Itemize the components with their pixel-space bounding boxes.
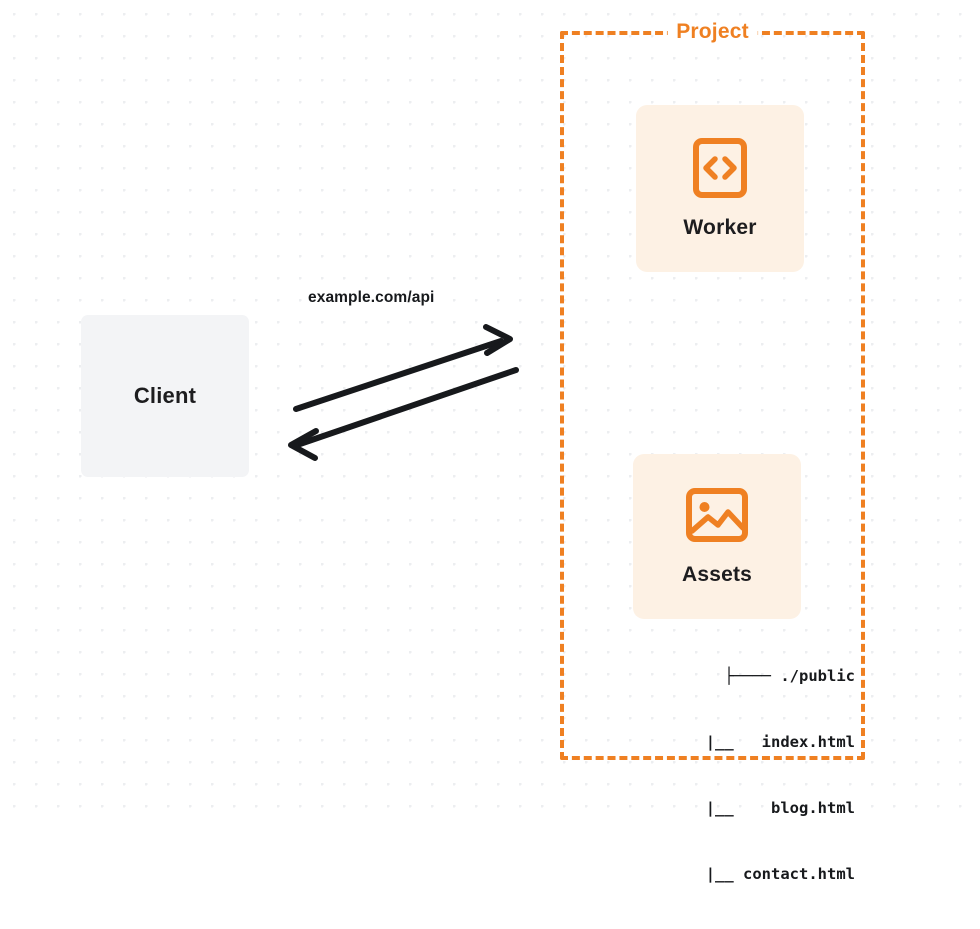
group-project: Project Worker Assets ├──── ./public |__… [560,20,865,883]
file-tree-line: ├──── ./public [724,667,855,685]
code-brackets-icon [693,138,747,198]
file-tree-line: |__ blog.html [659,799,855,817]
node-worker-label: Worker [683,216,757,239]
node-client-label: Client [133,383,197,408]
group-project-title: Project [667,20,758,44]
diagram-canvas: Client example.com/api Project Worker [0,0,980,883]
file-tree: ├──── ./public |__ index.html |__ blog.h… [610,621,855,929]
image-picture-icon [686,487,748,542]
node-assets-label: Assets [681,562,753,586]
arrow-request [293,324,513,412]
edge-label-request: example.com/api [308,289,435,306]
node-worker[interactable]: Worker [636,105,804,272]
file-tree-line: |__ index.html [659,733,855,751]
file-tree-line: |__ contact.html [659,865,855,883]
node-assets[interactable]: Assets [633,454,801,619]
arrow-response [288,367,519,461]
node-client[interactable]: Client [81,315,249,477]
